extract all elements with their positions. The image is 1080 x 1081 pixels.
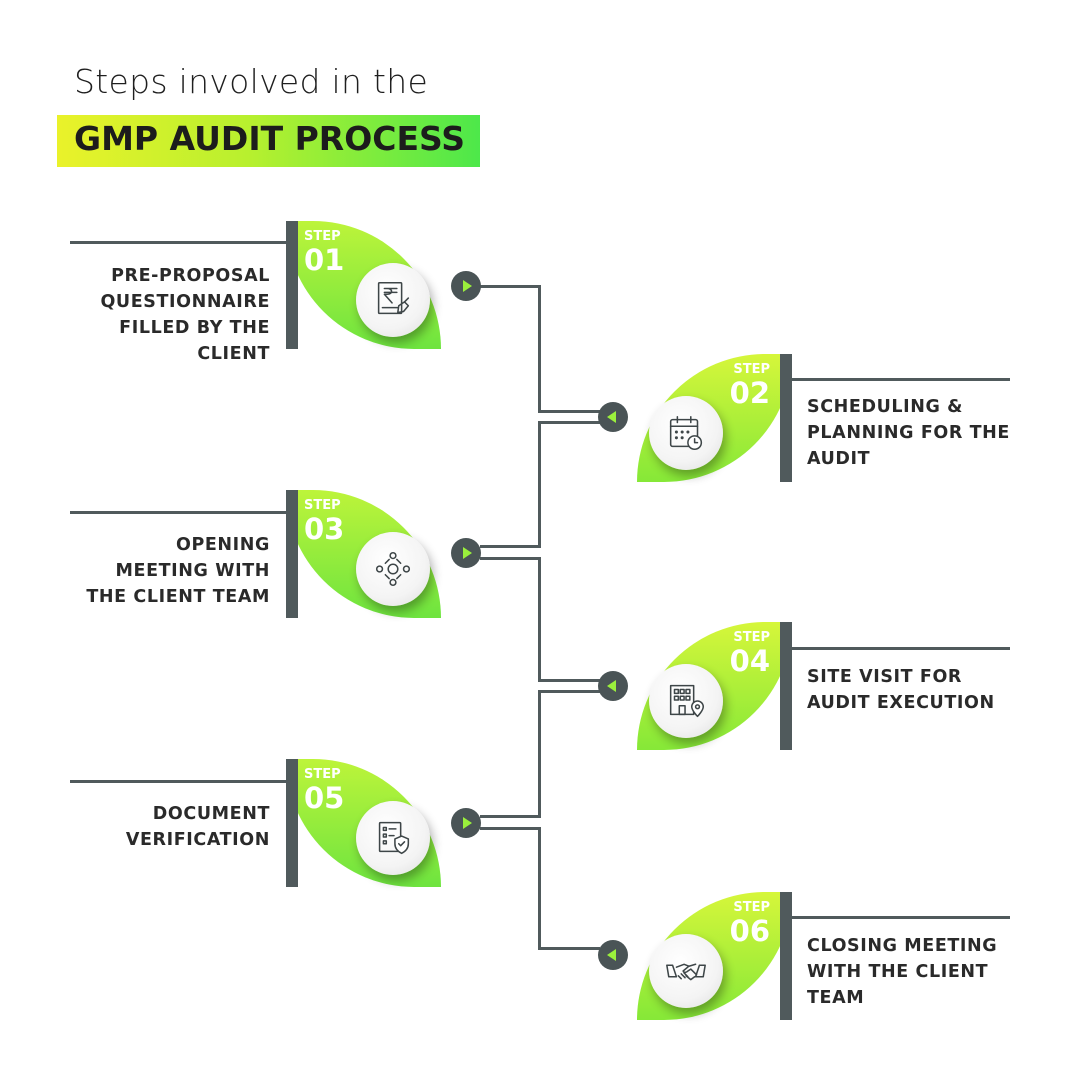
arrow-left-icon — [607, 949, 616, 961]
step-number: 06 — [729, 914, 770, 948]
step-card-bar — [286, 759, 298, 887]
arrow-left-icon — [607, 411, 616, 423]
step-card-bar — [780, 622, 792, 750]
connector-line — [70, 241, 288, 244]
arrow-right-icon — [463, 817, 472, 829]
step-label: STEP — [304, 229, 341, 244]
step-label: STEP — [304, 498, 341, 513]
connector-line — [792, 378, 1010, 381]
arrow-left-icon — [607, 680, 616, 692]
step-card-bar — [780, 892, 792, 1020]
connector-line — [480, 285, 540, 288]
connector-line — [70, 780, 288, 783]
connector-line — [792, 916, 1010, 919]
page-title: GMP AUDIT PROCESS — [74, 119, 466, 158]
step-card-bar — [286, 221, 298, 349]
arrow-right-icon — [463, 547, 472, 559]
connector-line — [480, 827, 540, 830]
connector-line — [538, 690, 541, 818]
step-02-card: STEP 02 — [637, 354, 792, 482]
step-card-bar — [780, 354, 792, 482]
connector-line — [538, 421, 600, 424]
step-label: STEP — [733, 900, 770, 915]
step-card-bar — [286, 490, 298, 618]
step-05-description: DOCUMENT VERIFICATION — [125, 804, 270, 850]
arrow-left-node — [598, 940, 628, 970]
connector-line — [538, 690, 600, 693]
arrow-right-node — [451, 808, 481, 838]
step-06-card: STEP 06 — [637, 892, 792, 1020]
connector-line — [538, 827, 541, 949]
step-number: 03 — [304, 512, 345, 546]
connector-line — [538, 410, 600, 413]
step-label: STEP — [733, 362, 770, 377]
connector-line — [480, 557, 540, 560]
arrow-right-node — [451, 271, 481, 301]
document-shield-icon — [356, 801, 430, 875]
subtitle: Steps involved in the — [74, 62, 429, 101]
handshake-icon — [649, 934, 723, 1008]
connector-line — [538, 285, 541, 413]
connector-line — [538, 947, 600, 950]
step-number: 04 — [729, 644, 770, 678]
step-number: 02 — [729, 376, 770, 410]
step-label: STEP — [733, 630, 770, 645]
connector-line — [538, 421, 541, 548]
arrow-left-node — [598, 671, 628, 701]
step-number: 05 — [304, 781, 345, 815]
step-number: 01 — [304, 243, 345, 277]
connector-line — [70, 511, 288, 514]
step-label: STEP — [304, 767, 341, 782]
connector-line — [792, 647, 1010, 650]
step-04-description: SITE VISIT FOR AUDIT EXECUTION — [807, 667, 995, 713]
arrow-right-node — [451, 538, 481, 568]
step-06-description: CLOSING MEETING WITH THE CLIENT TEAM — [807, 936, 998, 1008]
step-01-description: PRE-PROPOSAL QUESTIONNAIRE FILLED BY THE… — [100, 266, 270, 364]
step-03-description: OPENING MEETING WITH THE CLIENT TEAM — [86, 535, 270, 607]
building-location-icon — [649, 664, 723, 738]
connector-line — [538, 557, 541, 680]
rupee-document-icon — [356, 263, 430, 337]
step-04-card: STEP 04 — [637, 622, 792, 750]
connector-line — [538, 679, 600, 682]
step-02-description: SCHEDULING & PLANNING FOR THE AUDIT — [807, 397, 1010, 469]
step-05-card: STEP 05 — [286, 759, 441, 887]
connector-line — [480, 545, 540, 548]
arrow-right-icon — [463, 280, 472, 292]
step-03-card: STEP 03 — [286, 490, 441, 618]
connector-line — [480, 815, 540, 818]
calendar-clock-icon — [649, 396, 723, 470]
step-01-card: STEP 01 — [286, 221, 441, 349]
title-banner — [57, 115, 480, 167]
team-meeting-icon — [356, 532, 430, 606]
arrow-left-node — [598, 402, 628, 432]
